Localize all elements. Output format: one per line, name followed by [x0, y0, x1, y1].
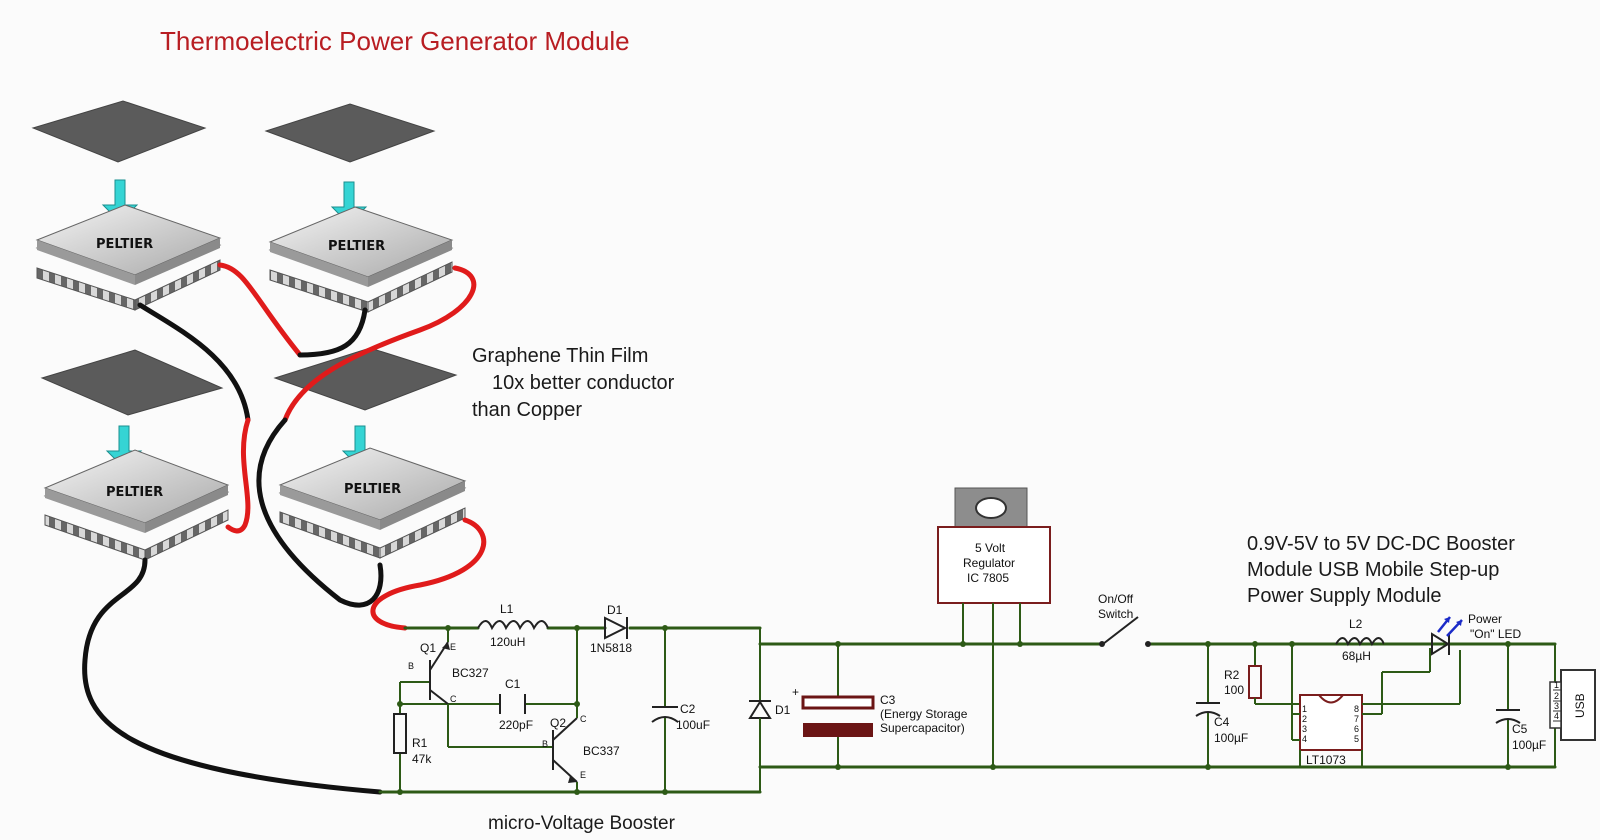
ic-label: LT1073 [1306, 753, 1346, 767]
black-wire [137, 302, 251, 423]
usb-pin-2: 2 [1554, 691, 1559, 701]
ic-pin-4: 4 [1302, 734, 1307, 744]
regulator-line3: IC 7805 [967, 571, 1009, 585]
usb-label: USB [1573, 693, 1587, 718]
regulator-line1: 5 Volt [975, 541, 1006, 555]
c4-value: 100µF [1214, 731, 1248, 745]
black-wire [256, 417, 384, 608]
graphene-note-line3: than Copper [472, 399, 582, 421]
red-wire [225, 417, 251, 534]
usb-pin-1: 1 [1554, 680, 1559, 690]
q2-pin-c: C [580, 714, 587, 724]
peltier-module-1: PELTIER [31, 100, 222, 311]
switch-line2: Switch [1098, 607, 1133, 621]
c5-value: 100µF [1512, 738, 1546, 752]
graphene-note-line1: Graphene Thin Film [472, 345, 648, 367]
ic-pin-7: 7 [1354, 714, 1359, 724]
booster-module-line2: Module USB Mobile Step-up [1247, 559, 1499, 581]
page-title: Thermoelectric Power Generator Module [160, 26, 630, 56]
l1-label: L1 [500, 602, 514, 616]
l1-value: 120uH [490, 635, 525, 649]
q2-label: Q2 [550, 716, 566, 730]
graphene-note-line2: 10x better conductor [492, 372, 675, 394]
micro-voltage-booster-circuit [378, 616, 772, 795]
q2-pin-b: B [542, 739, 548, 749]
q1-label: Q1 [420, 641, 436, 655]
micro-voltage-booster-label: micro-Voltage Booster [488, 813, 676, 834]
main-bus [758, 641, 1557, 770]
ic-pin-1: 1 [1302, 704, 1307, 714]
regulator-line2: Regulator [963, 556, 1015, 570]
c4-label: C4 [1214, 715, 1230, 729]
peltier-label: PELTIER [328, 239, 385, 254]
r1-value: 47k [412, 752, 432, 766]
c1-label: C1 [505, 677, 521, 691]
supercapacitor-c3 [801, 644, 875, 767]
c3-plus: + [792, 685, 799, 699]
peltier-wiring [82, 262, 487, 795]
peltier-module-3: PELTIER [40, 349, 230, 561]
voltage-regulator-7805 [937, 487, 1051, 767]
r2-value: 100 [1224, 683, 1244, 697]
peltier-module-2: PELTIER [264, 103, 454, 313]
l2-label: L2 [1349, 617, 1363, 631]
c5-label: C5 [1512, 722, 1528, 736]
ic-pin-5: 5 [1354, 734, 1359, 744]
q1-value: BC327 [452, 666, 489, 680]
q1-pin-e: E [450, 642, 456, 652]
ic-pin-6: 6 [1354, 724, 1359, 734]
red-wire [217, 262, 303, 358]
q2-pin-e: E [580, 770, 586, 780]
c3-line2: (Energy Storage [880, 707, 968, 721]
c1-value: 220pF [499, 718, 533, 732]
usb-pin-3: 3 [1554, 701, 1559, 711]
peltier-label: PELTIER [106, 485, 163, 500]
usb-pin-4: 4 [1554, 711, 1559, 721]
peltier-module-4: PELTIER [273, 347, 467, 559]
heat-plate-2 [264, 103, 436, 163]
black-wire [297, 307, 368, 358]
r1-label: R1 [412, 736, 428, 750]
dc-dc-step-up-module [1195, 616, 1596, 770]
d1-value: 1N5818 [590, 641, 632, 655]
ic-pin-2: 2 [1302, 714, 1307, 724]
on-off-switch[interactable] [1099, 616, 1151, 647]
q1-pin-b: B [408, 661, 414, 671]
peltier-label: PELTIER [96, 237, 153, 252]
c2-label: C2 [680, 702, 696, 716]
c2-value: 100uF [676, 718, 710, 732]
q1-pin-c: C [450, 694, 457, 704]
ic-pin-8: 8 [1354, 704, 1359, 714]
d1b-label: D1 [775, 703, 791, 717]
c3-line3: Supercapacitor) [880, 721, 965, 735]
heat-plate-1 [31, 100, 207, 163]
heat-plate-3 [40, 349, 224, 416]
black-wire [82, 557, 383, 795]
q2-value: BC337 [583, 744, 620, 758]
l2-value: 68µH [1342, 649, 1371, 663]
ic-pin-3: 3 [1302, 724, 1307, 734]
c3-label: C3 [880, 693, 896, 707]
switch-line1: On/Off [1098, 592, 1134, 606]
usb-port [1560, 669, 1596, 741]
booster-module-line3: Power Supply Module [1247, 585, 1442, 607]
red-wire [282, 265, 477, 423]
red-wire [370, 517, 487, 631]
d1-label: D1 [607, 603, 623, 617]
heat-plate-4 [273, 347, 458, 411]
led-label-line1: Power [1468, 612, 1502, 626]
peltier-label: PELTIER [344, 482, 401, 497]
led-label-line2: "On" LED [1470, 627, 1522, 641]
booster-module-line1: 0.9V-5V to 5V DC-DC Booster [1247, 533, 1515, 555]
r2-label: R2 [1224, 668, 1240, 682]
